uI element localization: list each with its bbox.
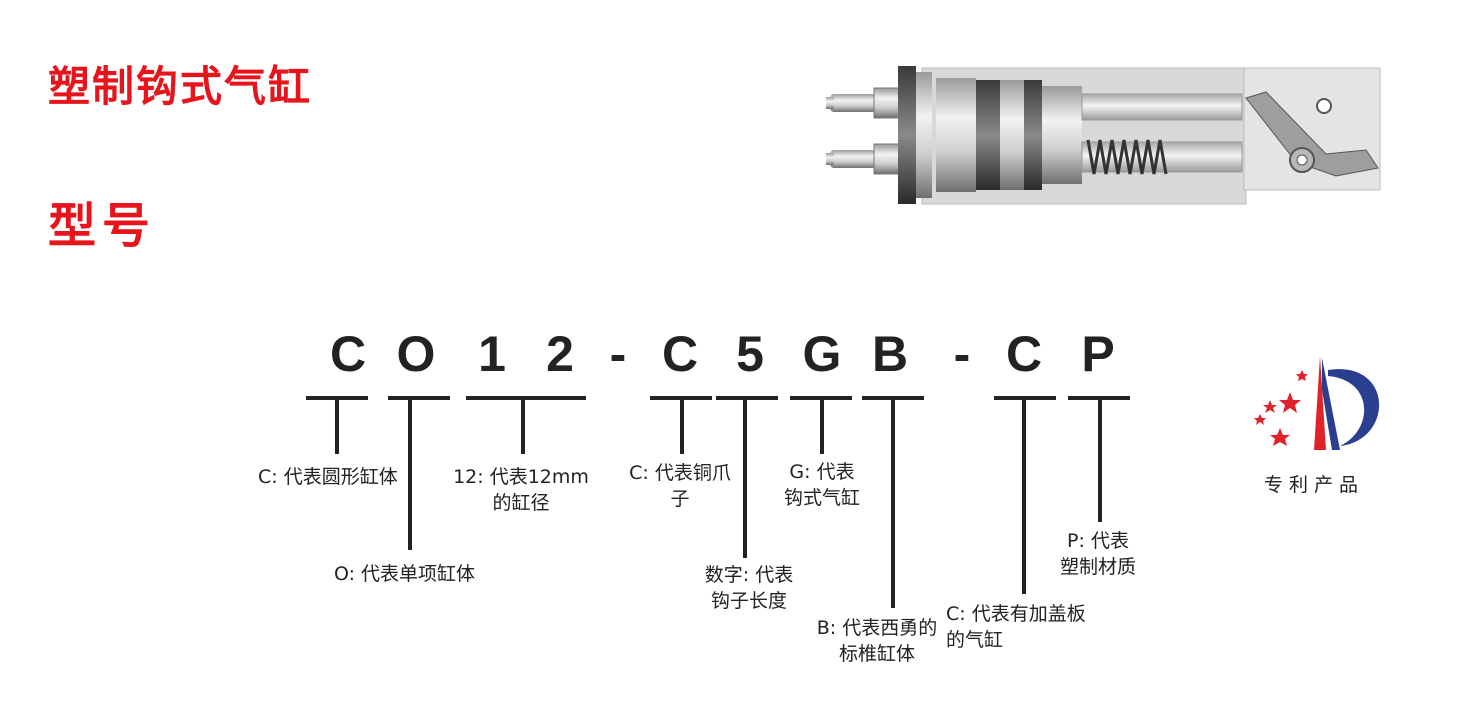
label-b-line1: B: 代表西勇的 bbox=[816, 617, 938, 639]
label-hook-line1: 数字: 代表 bbox=[704, 564, 794, 586]
leader-5 bbox=[743, 398, 747, 558]
leader-b bbox=[891, 398, 895, 608]
product-title: 塑制钩式气缸 bbox=[48, 62, 313, 111]
code-dash-2: - bbox=[953, 326, 971, 382]
air-fitting-bottom bbox=[826, 143, 901, 175]
underline-12 bbox=[466, 396, 586, 400]
leader-o bbox=[408, 398, 412, 550]
code-char-2: 2 bbox=[546, 326, 574, 382]
label-hook-line2: 钩子长度 bbox=[710, 590, 787, 612]
underline-o bbox=[388, 396, 450, 400]
label-p-line1: P: 代表 bbox=[1067, 530, 1129, 552]
label-claw: C: 代表铜爪 子 bbox=[620, 460, 740, 512]
code-char-1: 1 bbox=[478, 326, 506, 382]
label-cover-line1: C: 代表有加盖板 bbox=[946, 603, 1086, 625]
label-standard-body: B: 代表西勇的 标椎缸体 bbox=[812, 615, 942, 667]
leader-c2 bbox=[680, 398, 684, 454]
label-hook-length: 数字: 代表 钩子长度 bbox=[694, 562, 804, 614]
model-heading: 型号 bbox=[48, 198, 157, 254]
label-hook-cylinder: G: 代表 钩式气缸 bbox=[770, 459, 874, 511]
leader-12 bbox=[521, 398, 525, 454]
code-char-o: O bbox=[396, 326, 436, 382]
label-g-line1: G: 代表 bbox=[789, 461, 855, 483]
label-material: P: 代表 塑制材质 bbox=[1050, 528, 1146, 580]
label-bore-line2: 的缸径 bbox=[492, 492, 550, 514]
label-p-line2: 塑制材质 bbox=[1059, 556, 1136, 578]
patent-label: 专利产品 bbox=[1264, 474, 1365, 496]
code-char-p: P bbox=[1081, 326, 1115, 382]
code-char-c: C bbox=[329, 326, 367, 382]
patent-logo-icon bbox=[1254, 356, 1380, 450]
code-char-c3: C bbox=[1005, 326, 1043, 382]
label-cover-plate: C: 代表有加盖板 的气缸 bbox=[946, 601, 1086, 653]
label-g-line2: 钩式气缸 bbox=[783, 487, 860, 509]
label-claw-line1: C: 代表铜爪 bbox=[629, 462, 731, 484]
underline-5 bbox=[716, 396, 778, 400]
label-o: O: 代表单项缸体 bbox=[334, 563, 476, 585]
leader-p bbox=[1098, 398, 1102, 522]
code-dash-1: - bbox=[609, 326, 627, 382]
code-char-5: 5 bbox=[736, 326, 764, 382]
leader-g bbox=[820, 398, 824, 454]
spring bbox=[1086, 139, 1168, 175]
label-b-line2: 标椎缸体 bbox=[838, 643, 915, 665]
code-char-b: B bbox=[871, 326, 909, 382]
cylinder-illustration bbox=[826, 66, 1381, 205]
label-cover-line2: 的气缸 bbox=[946, 629, 1004, 651]
leader-c bbox=[335, 398, 339, 454]
label-c: C: 代表圆形缸体 bbox=[258, 466, 398, 488]
air-fitting-top bbox=[826, 87, 901, 119]
leader-c3 bbox=[1022, 398, 1026, 594]
label-bore: 12: 代表12mm 的缸径 bbox=[446, 464, 596, 516]
label-claw-line2: 子 bbox=[670, 488, 690, 510]
label-bore-line1: 12: 代表12mm bbox=[453, 466, 589, 488]
code-char-g: G bbox=[802, 326, 842, 382]
code-char-c2: C bbox=[661, 326, 699, 382]
